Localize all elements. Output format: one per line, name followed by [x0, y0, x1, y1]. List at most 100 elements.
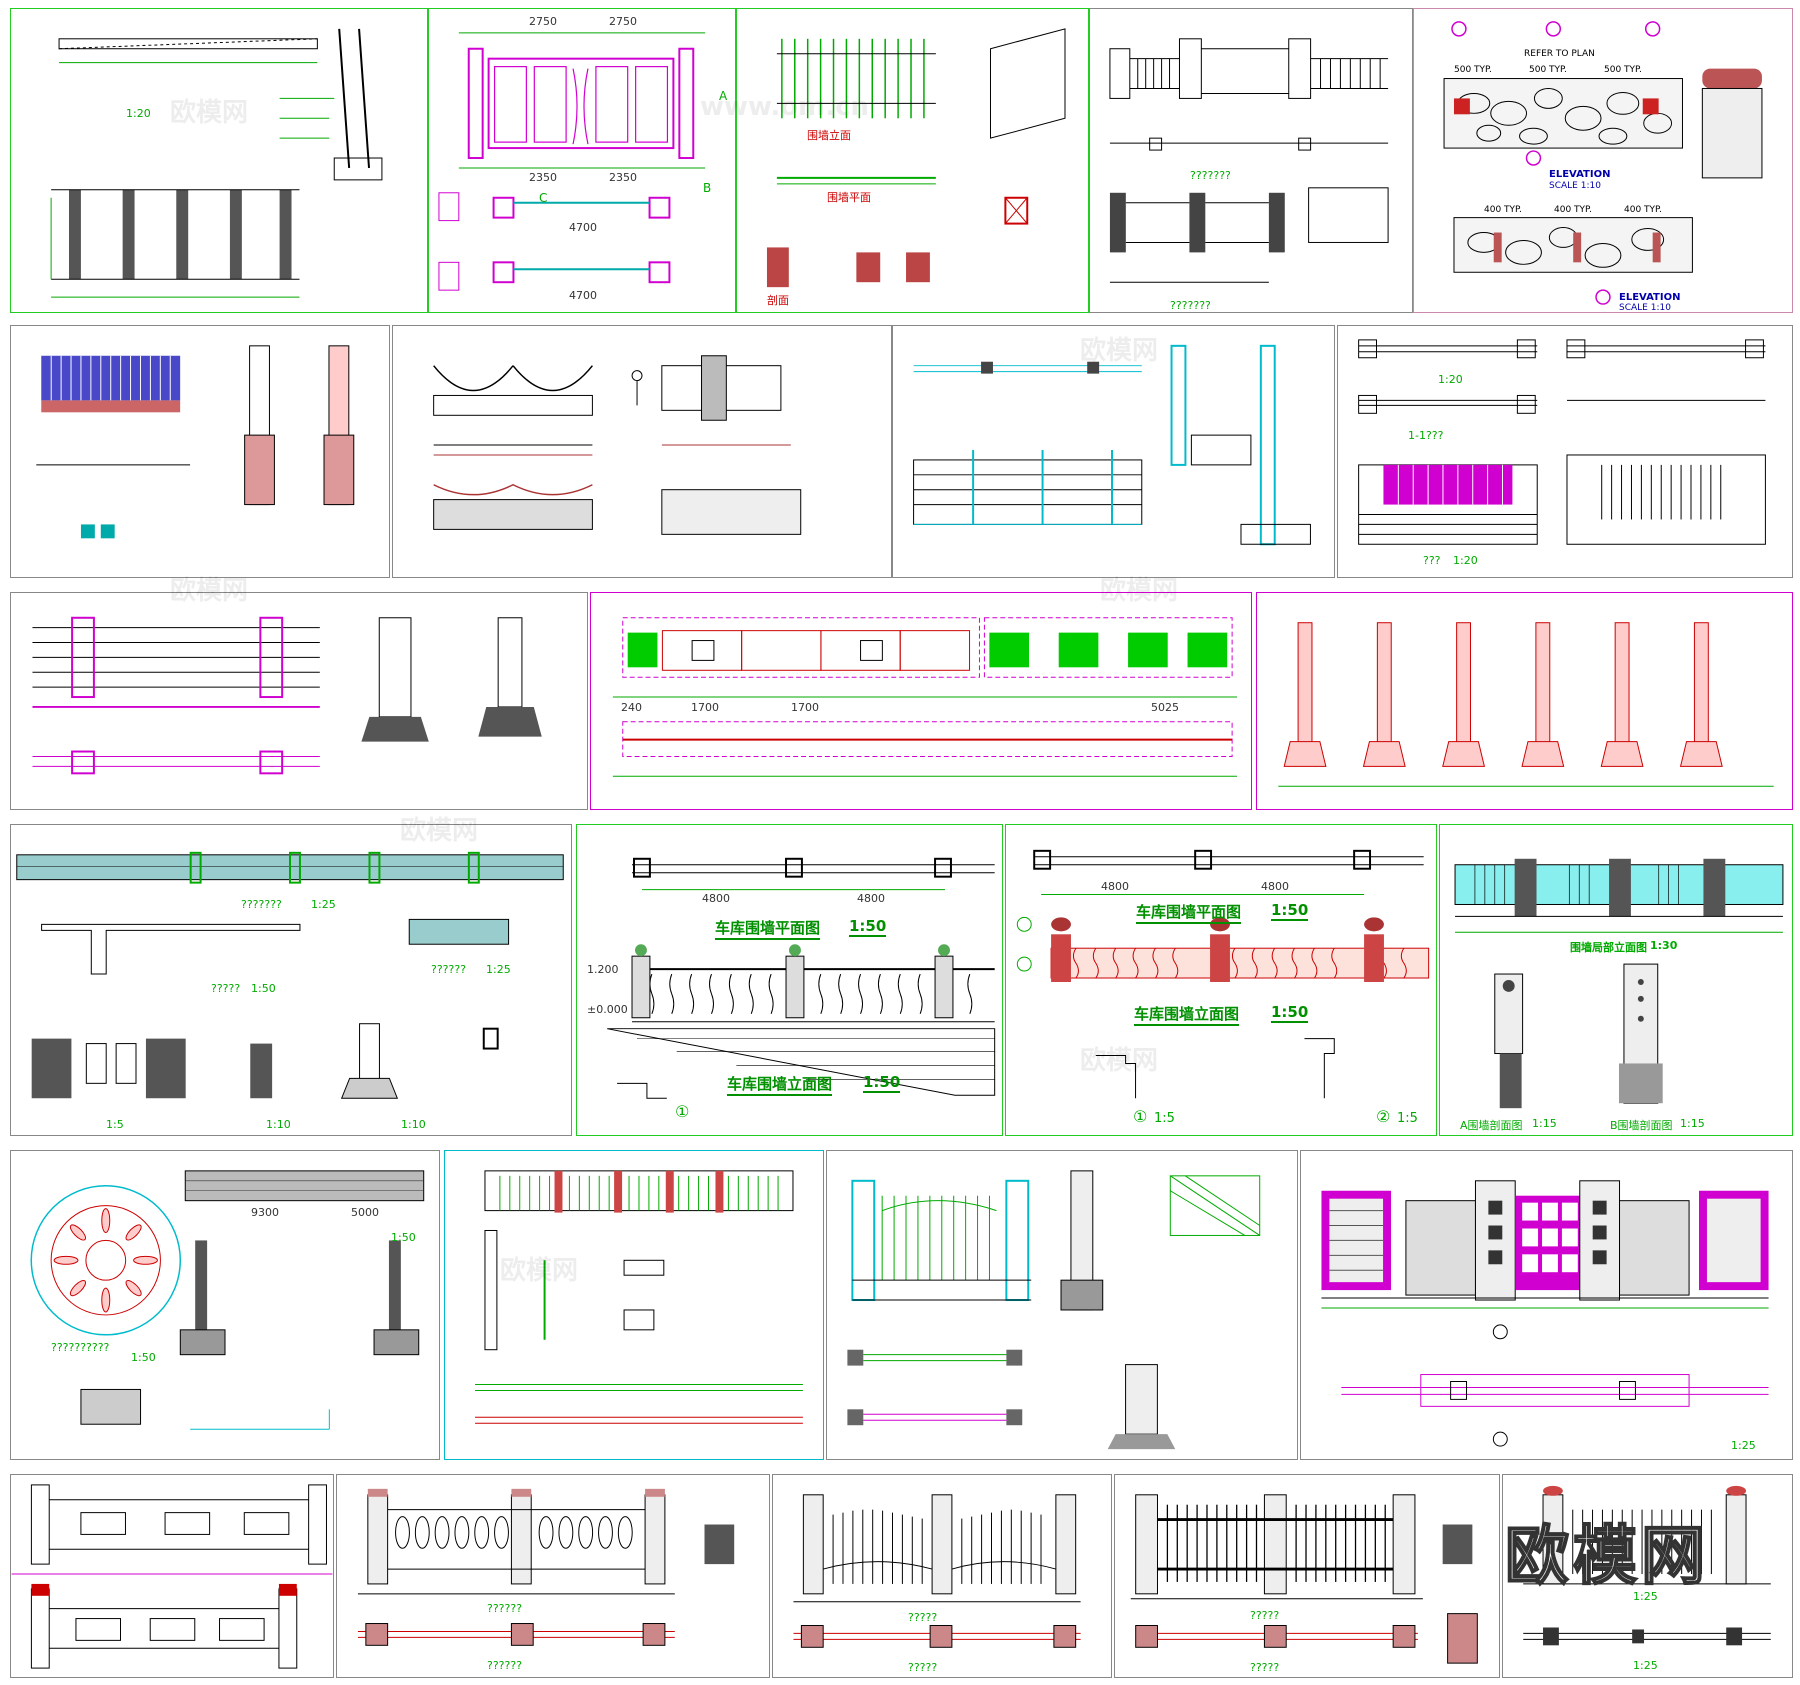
cyan-wall-drawing [913, 344, 1311, 546]
arched-fence-drawing [433, 355, 802, 535]
iron-fence-drawing [847, 1170, 1261, 1450]
cyan-fence-sections [1454, 858, 1784, 1109]
panel-11: 240 1700 1700 5025 [590, 592, 1252, 810]
scale-20: 1:25 [1731, 1439, 1756, 1452]
dim-17a: 9300 [251, 1206, 279, 1219]
typ2-1: 400 TYP. [1484, 205, 1522, 215]
q-9: ??? [1423, 554, 1441, 567]
circle-15a: ① [1133, 1107, 1148, 1126]
dim-top-2: 2750 [609, 15, 637, 28]
scale-elev-14: 1:50 [863, 1073, 901, 1093]
drawing-1 [50, 28, 383, 298]
typ2-3: 400 TYP. [1624, 205, 1662, 215]
elevation-label-1: ELEVATION [1549, 169, 1611, 180]
panel-25: 1:25 1:25 欧模网 [1502, 1474, 1793, 1678]
dim-15a: 4800 [1101, 880, 1129, 893]
panel-24: ????? ????? [1114, 1474, 1500, 1678]
dim-11b: 1700 [691, 701, 719, 714]
dim-11c: 1700 [791, 701, 819, 714]
panel-17: 9300 5000 ?????????? 1:50 1:50 [10, 1150, 440, 1460]
scale-plan-15: 1:50 [1271, 901, 1309, 921]
panel-8 [892, 325, 1335, 578]
s13-5: 1:5 [106, 1118, 124, 1131]
oval-fence-drawing [357, 1488, 735, 1646]
scale-9a: 1:20 [1438, 373, 1463, 386]
s13-4a: 1:10 [266, 1118, 291, 1131]
title-elev-15: 车库围墙立面图 [1134, 1003, 1240, 1026]
dim-bottom-2: 2350 [609, 171, 637, 184]
typ2-2: 400 TYP. [1554, 205, 1592, 215]
panel-14: 车库围墙平面图 1:50 4800 4800 车库围墙立面图 1:50 1.20… [576, 824, 1003, 1136]
s-17a: 1:50 [131, 1351, 156, 1364]
panel-7 [392, 325, 892, 578]
panel-18 [444, 1150, 824, 1460]
panel-16: 围墙局部立面图 1:30 A围墙剖面图 1:15 B围墙剖面图 1:15 [1439, 824, 1793, 1136]
dim-14a: 4800 [702, 892, 730, 905]
scale-label-2: SCALE 1:10 [1619, 303, 1671, 313]
final-fence-drawing [1523, 1485, 1771, 1646]
spear-fence-drawing [793, 1494, 1081, 1648]
s13-3: 1:25 [486, 963, 511, 976]
pillar-sections [1278, 622, 1774, 787]
garage-wall-2 [1016, 849, 1430, 1099]
q-label-2: ??????? [1170, 299, 1211, 312]
magenta-wall-drawing [32, 616, 542, 775]
q-24b: ????? [1250, 1661, 1280, 1674]
title-plan: 围墙平面 [827, 191, 871, 204]
green-red-fence [475, 1170, 803, 1424]
panel-2: 2750 2750 2350 2350 4700 4700 A B C [428, 8, 736, 313]
panel-6 [10, 325, 390, 578]
scale-elev-15: 1:50 [1271, 1003, 1309, 1023]
panel-19 [826, 1150, 1298, 1460]
typ-3: 500 TYP. [1604, 65, 1642, 75]
green-fence-plan [612, 617, 1238, 777]
s13-1: 1:25 [311, 898, 336, 911]
dim-plan-2: 4700 [569, 289, 597, 302]
logo-watermark: 欧模网 [1504, 1519, 1709, 1595]
letter-c: C [539, 191, 548, 205]
panel-13: ??????? 1:25 ????? 1:50 ?????? 1:25 1:5 … [10, 824, 572, 1136]
q-17: ?????????? [51, 1341, 110, 1354]
brick-wall-drawing [1358, 339, 1766, 545]
elev-mark-1: 1.200 [587, 963, 619, 976]
q-23a: ????? [908, 1611, 938, 1624]
title-plan-14: 车库围墙平面图 [715, 917, 821, 940]
dim-plan-1: 4700 [569, 221, 597, 234]
q13-1: ??????? [241, 898, 282, 911]
letter-b: B [703, 181, 712, 195]
panel-23: ????? ????? [772, 1474, 1112, 1678]
panel-21 [10, 1474, 334, 1678]
title-section: 剖面 [767, 294, 789, 307]
q13-3: ?????? [431, 963, 467, 976]
panel-10 [10, 592, 588, 810]
typ-2: 500 TYP. [1529, 65, 1567, 75]
panel-15: 车库围墙平面图 1:50 4800 4800 车库围墙立面图 1:50 ① 1:… [1005, 824, 1437, 1136]
title-elevation: 围墙立面 [807, 129, 851, 142]
garage-wall-1 [607, 857, 996, 1099]
scale-9b: 1:20 [1453, 554, 1478, 567]
dim-11a: 240 [621, 701, 642, 714]
scale-15a: 1:5 [1154, 1111, 1175, 1126]
panel-20: 1:25 [1300, 1150, 1793, 1460]
q-23b: ????? [908, 1661, 938, 1674]
fence-drawing [766, 28, 1066, 288]
panel-4: ??????? ??????? [1089, 8, 1413, 313]
panel-22: ?????? ?????? [336, 1474, 770, 1678]
scale-25a: 1:25 [1633, 1590, 1658, 1603]
round-planter-drawing [30, 1170, 425, 1430]
panel-5: REFER TO PLAN 500 TYP. 500 TYP. 500 TYP.… [1413, 8, 1793, 313]
typ-1: 500 TYP. [1454, 65, 1492, 75]
q-22a: ?????? [487, 1602, 523, 1615]
circle-15b: ② [1376, 1107, 1391, 1126]
circle-14: ① [675, 1102, 690, 1121]
ornate-fence-drawing [1130, 1494, 1478, 1664]
panel-3: 围墙立面 围墙平面 剖面 [736, 8, 1089, 313]
gate-drawing [438, 32, 706, 291]
scale-25b: 1:25 [1633, 1659, 1658, 1672]
stone-wall-drawing [1443, 21, 1763, 305]
dim-11d: 5025 [1151, 701, 1179, 714]
elevation-label-2: ELEVATION [1619, 292, 1681, 303]
scale-label: 1:20 [126, 107, 151, 120]
q13-2: ????? [211, 982, 241, 995]
dim-bottom-1: 2350 [529, 171, 557, 184]
